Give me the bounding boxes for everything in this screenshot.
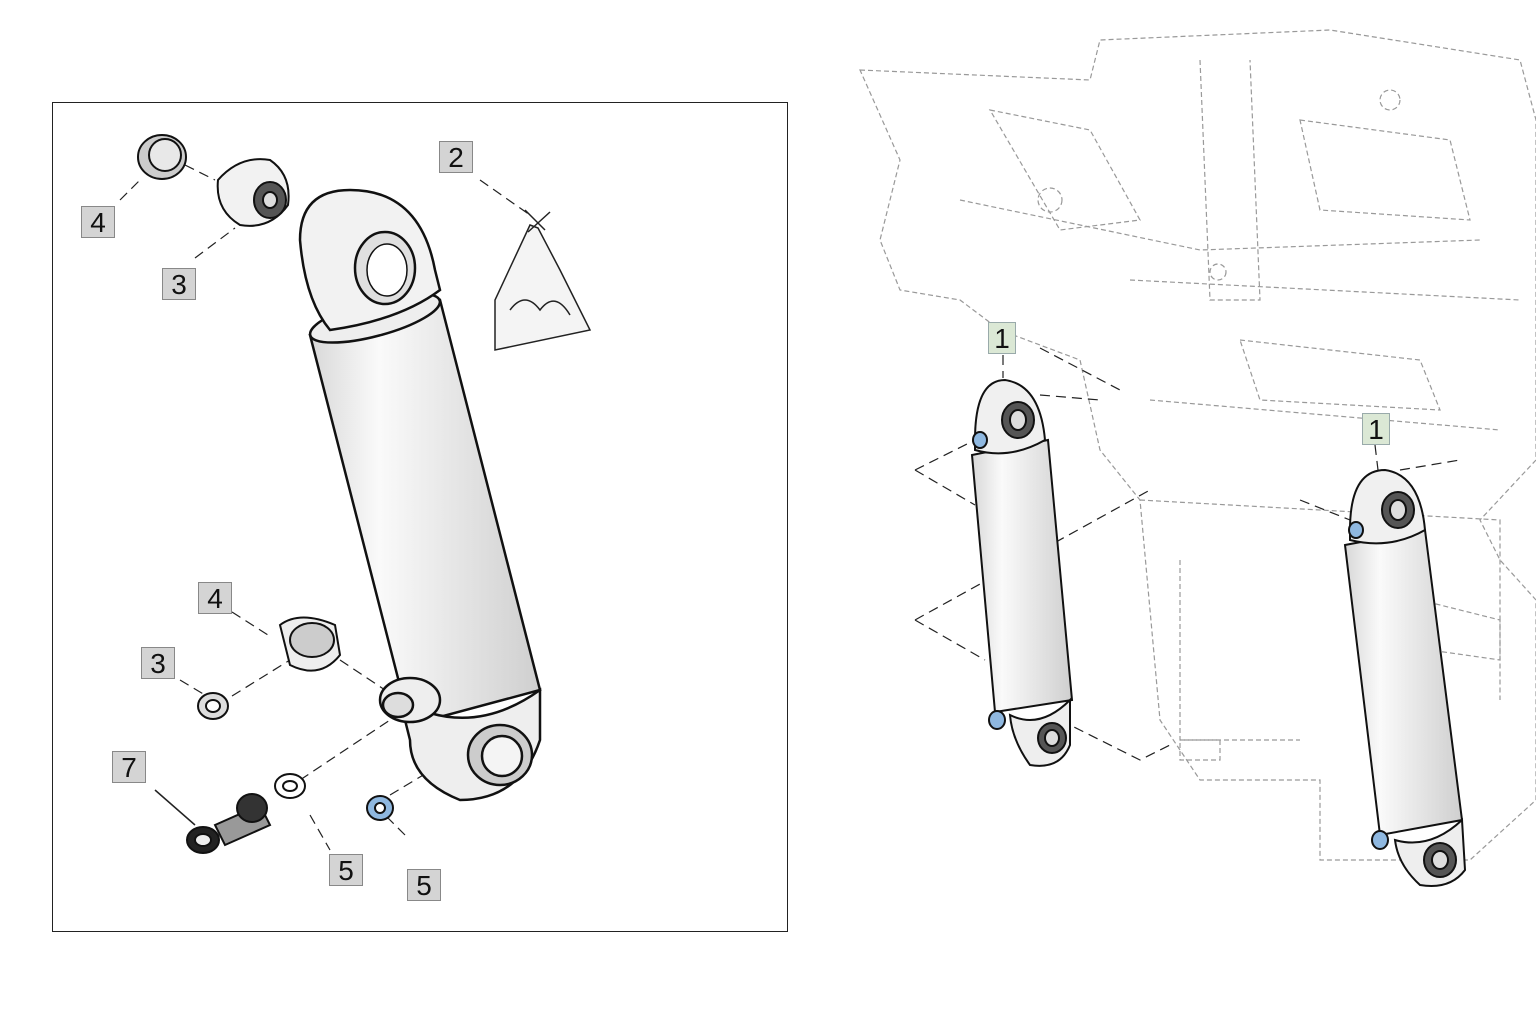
callout-4-top[interactable]: 4 (81, 206, 115, 238)
callout-4-bottom[interactable]: 4 (198, 582, 232, 614)
callout-5-right[interactable]: 5 (407, 869, 441, 901)
callout-5-left[interactable]: 5 (329, 854, 363, 886)
callout-1-left[interactable]: 1 (988, 322, 1016, 354)
installed-cylinder-left (970, 378, 1074, 767)
small-parts (137, 134, 394, 854)
hardware-bag (494, 209, 592, 351)
callout-3-bottom[interactable]: 3 (141, 647, 175, 679)
callout-3-top[interactable]: 3 (162, 268, 196, 300)
solid-leaders (154, 789, 196, 826)
callout-2[interactable]: 2 (439, 141, 473, 173)
callout-1-right[interactable]: 1 (1362, 413, 1390, 445)
exploded-view-frame (52, 102, 788, 932)
callout-7[interactable]: 7 (112, 751, 146, 783)
hydraulic-cylinder-detail (298, 188, 542, 802)
installed-cylinder-right (1343, 468, 1467, 887)
tractor-frame-outline (859, 29, 1536, 861)
